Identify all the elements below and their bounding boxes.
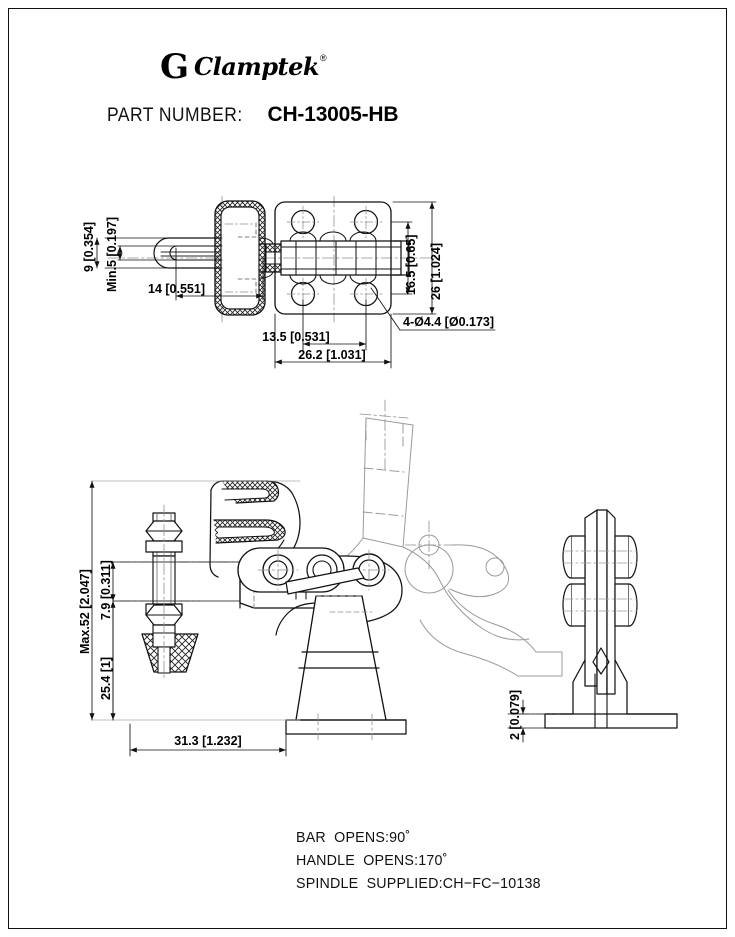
- top-view-dimension-lines: [94, 201, 496, 369]
- dim-26-2: 26.2 [1.031]: [298, 348, 365, 362]
- note-handle-opens: HANDLE OPENS:170˚: [296, 852, 448, 869]
- dimension-text-layer: 9 [0.354] Min.5 [0.197] 14 [0.551] 16.5 …: [78, 217, 522, 748]
- dim-16-5: 16.5 [0.65]: [404, 235, 418, 295]
- registered-trademark-icon: ®: [319, 53, 327, 63]
- note-bar-opens: BAR OPENS:90˚: [296, 829, 411, 846]
- part-number-label: PART NUMBER:: [107, 105, 243, 126]
- part-number-value: CH-13005-HB: [267, 103, 399, 126]
- dim-2: 2 [0.079]: [508, 690, 522, 740]
- dim-max52: Max.52 [2.047]: [78, 569, 92, 654]
- side-view-dimension-lines: [89, 480, 301, 757]
- dim-7-9: 7.9 [0.311]: [99, 560, 113, 620]
- logo-wordmark: Clamptek: [194, 52, 319, 81]
- company-logo: G Clamptek ®: [160, 47, 327, 87]
- dim-9: 9 [0.354]: [82, 222, 96, 272]
- side-view-geometry: [119, 399, 563, 741]
- dim-13-5: 13.5 [0.531]: [262, 330, 329, 344]
- note-spindle-supplied: SPINDLE SUPPLIED:CH−FC−10138: [296, 875, 541, 892]
- dim-25-4: 25.4 [1]: [99, 657, 113, 700]
- end-view-geometry: [518, 509, 678, 729]
- dim-min5: Min.5 [0.197]: [105, 217, 119, 292]
- top-view-geometry: [107, 195, 441, 323]
- drawing-notes: BAR OPENS:90˚ HANDLE OPENS:170˚ SPINDLE …: [296, 826, 554, 895]
- dim-26: 26 [1.024]: [429, 243, 443, 300]
- part-number-row: PART NUMBER: CH-13005-HB: [107, 103, 399, 127]
- callout-holes: 4-Ø4.4 [Ø0.173]: [403, 315, 494, 329]
- end-view-dimension-lines: [507, 699, 561, 743]
- logo-g-mark: G: [160, 47, 189, 87]
- sheet-border: [8, 8, 727, 929]
- dim-14: 14 [0.551]: [148, 282, 205, 296]
- dim-31-3: 31.3 [1.232]: [174, 734, 241, 748]
